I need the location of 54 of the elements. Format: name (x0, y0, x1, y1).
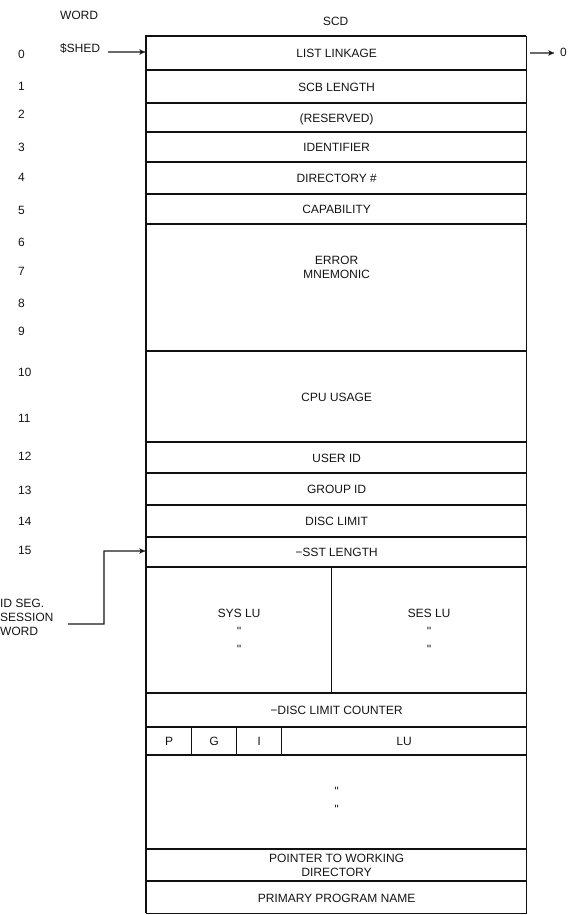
word-number: 1 (18, 79, 25, 93)
field-box: GROUP ID (146, 473, 527, 505)
word-number: 8 (18, 296, 25, 310)
field-box: (RESERVED) (146, 103, 527, 132)
field-name: " (334, 784, 339, 798)
ditto-mark: " (236, 642, 242, 656)
field-box: IDENTIFIER (146, 132, 527, 162)
field-box: CAPABILITY (146, 194, 527, 224)
field-box (331, 567, 527, 693)
word-number: 6 (18, 235, 25, 249)
field-name: SES LU (408, 606, 450, 620)
ditto-mark: " (236, 624, 242, 638)
leader-arrow (68, 548, 145, 625)
word-number: 2 (18, 107, 25, 121)
field-box: USER ID (146, 442, 527, 473)
word-number: 10 (18, 365, 32, 379)
word-number: 12 (18, 449, 32, 463)
field-box: DISC LIMIT (146, 505, 527, 537)
field-box: LIST LINKAGE (146, 36, 527, 70)
field-box: CPU USAGE (146, 351, 527, 442)
annotation-text: ID SEG. SESSION WORD (0, 596, 68, 642)
field-box: DIRECTORY # (146, 162, 527, 194)
column-heading: WORD (60, 8, 98, 22)
word-number: 14 (18, 514, 32, 528)
field-box (146, 567, 332, 693)
word-number: 13 (18, 483, 32, 497)
field-box: −SST LENGTH (146, 537, 527, 567)
field-box: LU (281, 727, 527, 755)
field-box: P (146, 727, 192, 755)
field-box: I (236, 727, 282, 755)
word-number: 3 (18, 140, 25, 154)
field-box: ERROR MNEMONIC (146, 224, 527, 351)
field-box: −DISC LIMIT COUNTER (146, 693, 527, 727)
word-number: 9 (18, 324, 25, 338)
field-box: PRIMARY PROGRAM NAME (146, 881, 527, 914)
word-number: 0 (18, 47, 25, 61)
field-box: SCB LENGTH (146, 70, 527, 103)
arrow (530, 50, 554, 56)
annotation-text: $SHED (60, 41, 104, 57)
field-name: SYS LU (218, 606, 260, 620)
word-number: 15 (18, 543, 32, 557)
arrow (108, 49, 145, 55)
table-heading: SCD (322, 14, 350, 28)
word-number: 4 (18, 170, 25, 184)
annotation-text: 0 (560, 45, 574, 61)
word-number: 11 (18, 411, 30, 425)
field-box (146, 755, 527, 849)
field-box: G (191, 727, 237, 755)
word-number: 5 (18, 203, 25, 217)
field-box: POINTER TO WORKING DIRECTORY (146, 849, 527, 881)
ditto-mark: " (334, 802, 339, 816)
ditto-mark: " (426, 642, 432, 656)
word-number: 7 (18, 264, 25, 278)
ditto-mark: " (426, 624, 432, 638)
